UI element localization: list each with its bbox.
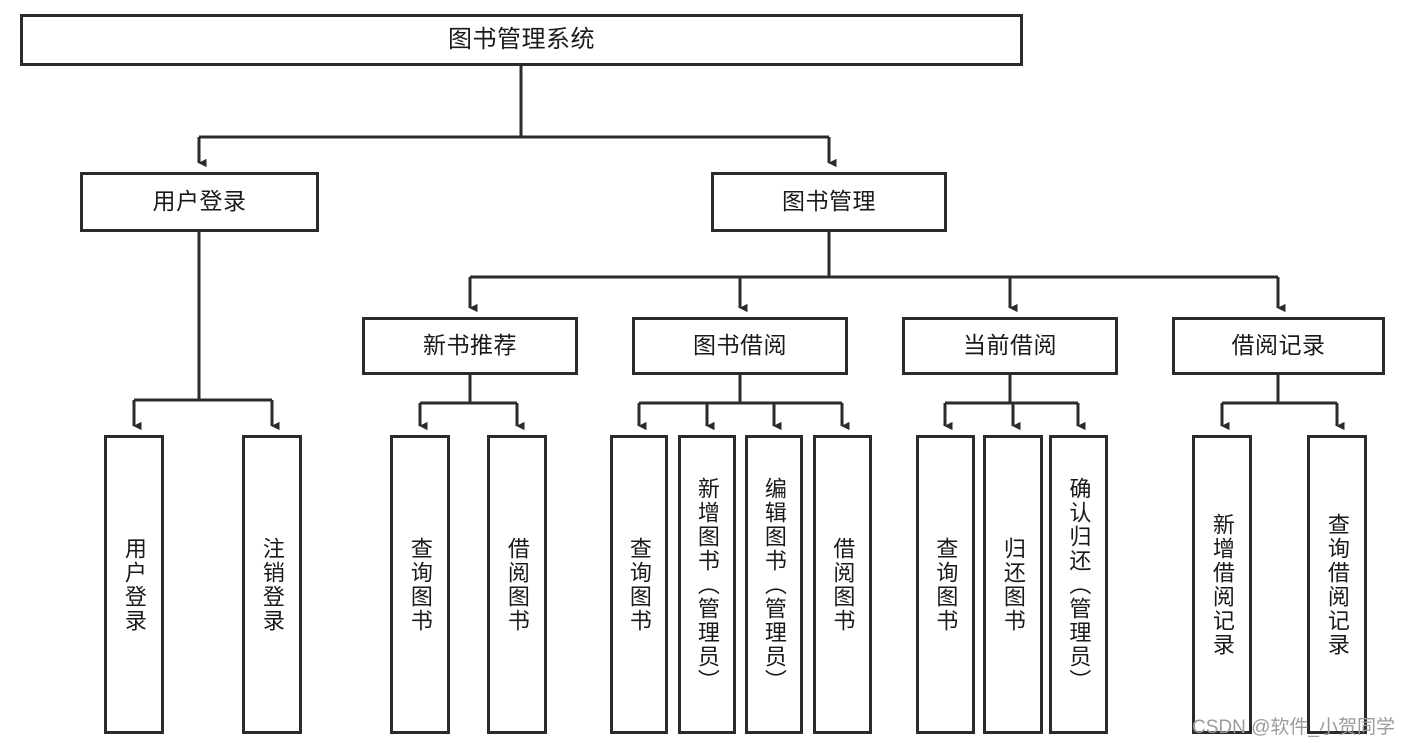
- node-label: 图书管理: [782, 188, 876, 215]
- node-label: 查询图书: [933, 536, 959, 633]
- node-leaf-user-login[interactable]: 用户登录: [104, 435, 164, 734]
- node-label: 新增图书（管理员）: [694, 476, 720, 693]
- node-new-book-recommend[interactable]: 新书推荐: [362, 317, 578, 375]
- node-label: 当前借阅: [963, 332, 1057, 359]
- node-leaf-add-book[interactable]: 新增图书（管理员）: [678, 435, 736, 734]
- node-label: 图书借阅: [693, 332, 787, 359]
- node-borrow-record[interactable]: 借阅记录: [1172, 317, 1385, 375]
- node-book-management[interactable]: 图书管理: [711, 172, 947, 232]
- node-leaf-query-book-2[interactable]: 查询图书: [610, 435, 668, 734]
- node-label: 确认归还（管理员）: [1066, 476, 1092, 693]
- node-label: 用户登录: [152, 188, 247, 215]
- node-leaf-borrow-book-2[interactable]: 借阅图书: [813, 435, 872, 734]
- node-label: 借阅记录: [1231, 332, 1326, 359]
- node-leaf-query-record[interactable]: 查询借阅记录: [1307, 435, 1367, 734]
- node-root[interactable]: 图书管理系统: [20, 14, 1023, 66]
- node-leaf-edit-book[interactable]: 编辑图书（管理员）: [745, 435, 803, 734]
- node-label: 借阅图书: [830, 536, 856, 633]
- node-label: 借阅图书: [504, 536, 530, 633]
- node-leaf-return-book[interactable]: 归还图书: [983, 435, 1043, 734]
- node-label: 归还图书: [1000, 536, 1026, 633]
- node-label: 用户登录: [121, 536, 147, 633]
- node-current-borrow[interactable]: 当前借阅: [902, 317, 1118, 375]
- node-label: 查询借阅记录: [1324, 512, 1350, 657]
- node-label: 注销登录: [259, 536, 285, 633]
- node-label: 查询图书: [626, 536, 652, 633]
- node-label: 新书推荐: [423, 332, 517, 359]
- connector-group-container: [132, 66, 1345, 431]
- node-leaf-borrow-book-1[interactable]: 借阅图书: [487, 435, 547, 734]
- node-label: 图书管理系统: [448, 25, 595, 53]
- node-book-borrow[interactable]: 图书借阅: [632, 317, 848, 375]
- node-leaf-confirm-return[interactable]: 确认归还（管理员）: [1049, 435, 1108, 734]
- node-label: 查询图书: [407, 536, 433, 633]
- node-leaf-query-book-3[interactable]: 查询图书: [916, 435, 975, 734]
- node-leaf-logout[interactable]: 注销登录: [242, 435, 302, 734]
- node-label: 新增借阅记录: [1209, 512, 1235, 657]
- node-leaf-query-book-1[interactable]: 查询图书: [390, 435, 450, 734]
- node-user-login[interactable]: 用户登录: [80, 172, 319, 232]
- node-leaf-add-record[interactable]: 新增借阅记录: [1192, 435, 1252, 734]
- node-label: 编辑图书（管理员）: [761, 476, 787, 693]
